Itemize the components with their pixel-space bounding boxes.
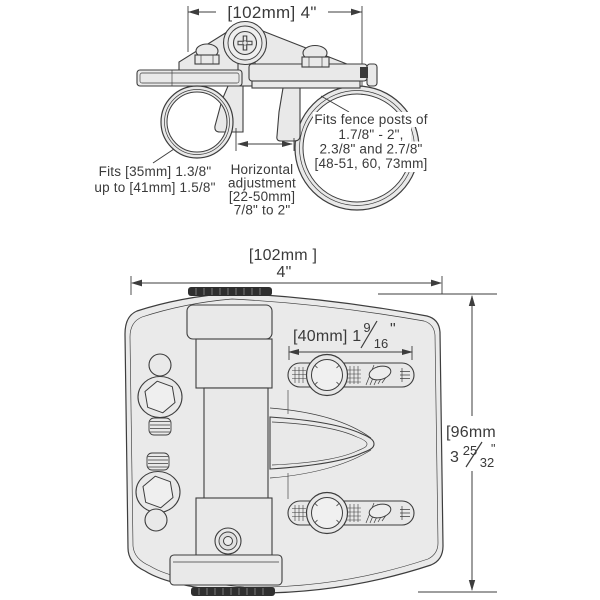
dim-label-backing [216,3,328,20]
post-label-leader-line [320,95,350,113]
tongue-inner-line [271,421,368,466]
slot-dim-denominator: 16 [374,336,388,351]
arrowhead-right-icon [431,279,442,287]
center-bar-middle-block [203,387,269,500]
post-label-line-2: 1.7/8" - 2", [338,127,403,142]
adjust-label-line-3: [22-50mm] [229,189,295,204]
clamp-bar-left-inner [139,72,240,84]
latch-tongue [269,407,375,479]
clamp-bar-end-tab [366,63,378,87]
center-bar-top-block [186,304,273,340]
front-width-inch-label: 4" [277,264,292,281]
clamp-bar-right-lower [251,80,361,89]
gate-label-line-2: up to [41mm] 1.5/8" [94,180,215,195]
slot-dimension: [40mm] 1 9 16 " [288,320,413,360]
knurl-strip-top [188,287,272,296]
plate-inner-line [129,298,439,588]
adjustment-label: Horizontal adjustment [22-50mm] 7/8" to … [228,162,296,218]
hex-bolt-right [301,44,330,68]
tongue-channel-bottom [269,449,372,479]
gate-ring [160,85,234,159]
gate-label-line-1: Fits [35mm] 1.3/8" [99,164,212,179]
dim-label-backing [443,416,503,471]
fraction-slash [465,441,483,468]
tongue-channel-top [269,407,372,439]
arrowhead-right-icon [402,349,413,355]
arrowhead-down-icon [468,580,476,591]
adjust-label-line-4: 7/8" to 2" [234,203,291,218]
tongue-body [269,416,375,470]
height-dim-unit: " [491,442,495,456]
slot-dim-prefix: [40mm] 1 [293,328,361,345]
top-width-dimension-label: [102mm] 4" [227,3,316,22]
arrowhead-left-icon [188,8,199,16]
adjuster-nut-upper [137,375,183,419]
post-label-line-3: 2.3/8" and 2.7/8" [319,142,422,157]
gate-ring-outer [160,85,234,159]
pivot-assembly [222,20,268,66]
post-ring-label: Fits fence posts of 1.7/8" - 2", 2.3/8" … [313,112,429,172]
gate-label-leader-line [152,148,175,164]
adjuster-circle-top [148,353,172,377]
post-label-line-1: Fits fence posts of [314,112,427,127]
slot-dim-numerator: 9 [363,320,370,335]
arrowhead-up-icon [468,295,476,306]
center-bar-upper-block [195,338,273,389]
adjuster-circle-bottom [144,508,168,532]
adjuster-nut-lower [135,470,181,514]
clamp-bar-left [136,69,243,87]
adjust-label-line-1: Horizontal [231,162,294,177]
hex-bolt-right-facets [308,57,323,67]
fraction-slash [360,320,378,349]
carriage-screw [214,527,242,555]
gate-ring-mid [164,89,230,155]
gate-ring-label: Fits [35mm] 1.3/8" up to [41mm] 1.5/8" [94,164,215,195]
post-label-line-4: [48-51, 60, 73mm] [315,156,428,171]
clamp-end-knurl [360,67,368,78]
top-width-dimension: [102mm] 4" [187,3,363,95]
pivot-screw-icon [237,35,253,51]
front-width-dimension: [102mm ] 4" [130,247,443,295]
gate-ring-inner [166,91,228,153]
adjuster-upper [137,353,183,436]
slot-dim-unit: " [390,321,396,338]
arrowhead-right-icon [282,141,293,147]
front-view-diagram: [102mm ] 4" [40mm] 1 9 16 " [96mm 3 [124,247,503,596]
hex-bolt-left-facets [200,55,214,64]
clamp-leg-right [276,87,301,142]
hex-bolt-left [194,43,220,65]
center-bar-pedestal [169,554,283,586]
arrowhead-left-icon [131,279,142,287]
adjuster-lower [135,452,181,532]
arrowhead-left-icon [288,349,299,355]
knurl-strip-bottom [191,587,275,596]
height-dim-mm: [96mm [446,424,496,441]
height-dim-denominator: 32 [480,455,494,470]
hex-bolt-left-body [194,54,220,65]
arrowhead-left-icon [237,141,248,147]
front-width-mm-label: [102mm ] [249,247,317,264]
adjuster-knurl-upper [148,417,172,436]
adjuster-knurl-lower [146,452,170,471]
height-dim-whole: 3 [450,449,459,466]
adjust-label-line-2: adjustment [228,176,296,191]
horizontal-adjust-dimension [235,128,295,151]
arrowhead-right-icon [351,8,362,16]
top-view-diagram: [102mm] 4" [94,3,429,218]
height-dim-numerator: 25 [463,443,477,458]
hex-bolt-right-body [301,56,330,68]
height-dimension: [96mm 3 25 32 " [378,293,503,593]
